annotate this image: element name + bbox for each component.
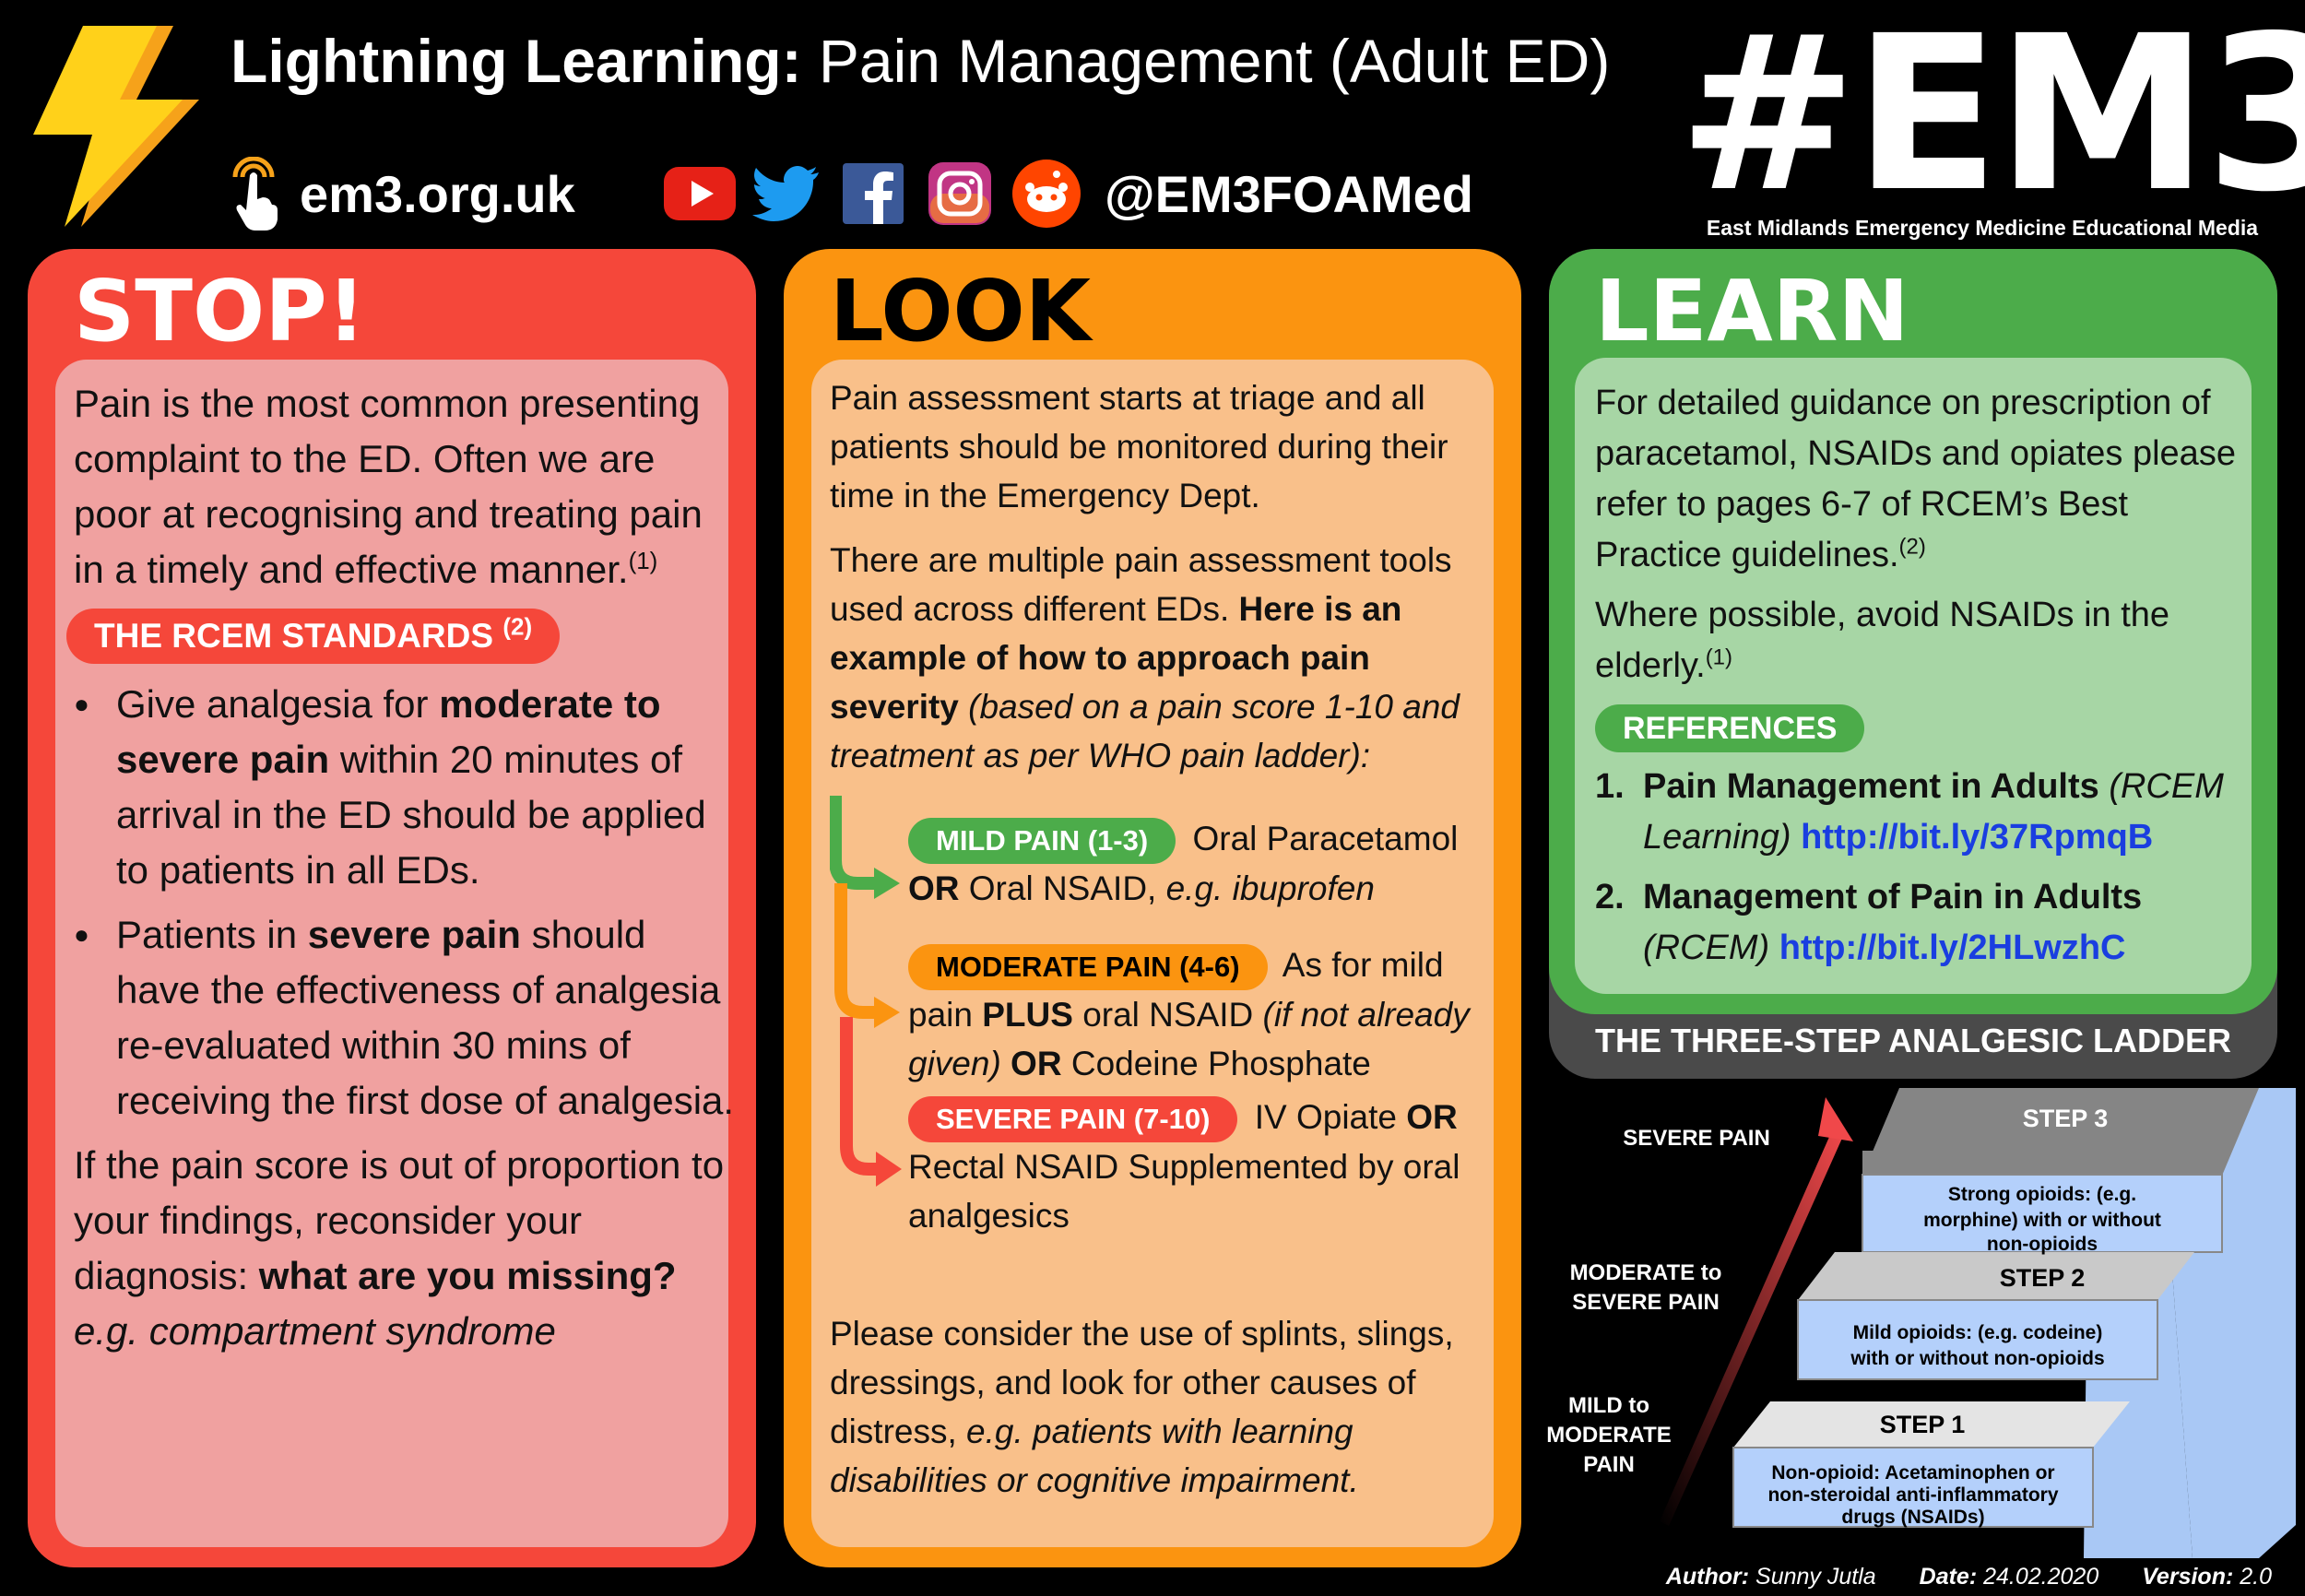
- pain-flow-arrows: [830, 796, 902, 1187]
- reference-item: 2.Management of Pain in Adults (RCEM) ht…: [1595, 878, 2143, 967]
- step1-top: [1733, 1401, 2130, 1448]
- step3-face: [1862, 1174, 2223, 1253]
- mild-pain-item: MILD PAIN (1-3) Oral Paracetamol OR Oral…: [908, 818, 1459, 907]
- tap-pointer-icon: [232, 157, 278, 231]
- severe-pain-item: SEVERE PAIN (7-10) IV Opiate OR Rectal N…: [908, 1096, 1460, 1235]
- stop-tail: If the pain score is out of proportion t…: [74, 1143, 725, 1353]
- moderate-pain-badge: MODERATE PAIN (4-6): [908, 944, 1268, 990]
- list-item: Patients in severe pain should have the …: [74, 907, 738, 1129]
- reference-item: 1.Pain Management in Adults (RCEM Learni…: [1595, 767, 2224, 857]
- step2-text-1: Mild opioids: (e.g. codeine): [1853, 1322, 2103, 1343]
- pain-label-mild-1: MILD to: [1568, 1393, 1649, 1418]
- severity-arrow: [1660, 1129, 1844, 1526]
- stop-heading: STOP!: [74, 262, 366, 361]
- pain-label-severe: SEVERE PAIN: [1623, 1126, 1770, 1151]
- step2-label: STEP 2: [2000, 1264, 2086, 1292]
- brand-title: #EM3: [1678, 0, 2305, 239]
- stop-intro: Pain is the most common presenting compl…: [74, 382, 703, 591]
- step1-label: STEP 1: [1880, 1411, 1966, 1438]
- pain-label-mild-3: PAIN: [1583, 1452, 1635, 1477]
- reference-link[interactable]: http://bit.ly/2HLwzhC: [1779, 928, 2126, 967]
- look-p1: Pain assessment starts at triage and all…: [830, 379, 1448, 514]
- step1-text-1: Non-opioid: Acetaminophen or: [1771, 1462, 2054, 1484]
- learn-panel: LEARN For detailed guidance on prescript…: [1549, 249, 2277, 1014]
- pain-label-mild-2: MODERATE: [1546, 1423, 1672, 1448]
- analgesic-ladder-diagram: SEVERE PAIN MODERATE to SEVERE PAIN MILD…: [1546, 1088, 2296, 1558]
- website-row: em3.org.uk: [226, 152, 575, 235]
- step3-text-1: Strong opioids: (e.g.: [1948, 1184, 2136, 1205]
- references-badge: REFERENCES: [1595, 704, 1865, 752]
- learn-content: For detailed guidance on prescription of…: [1595, 378, 2240, 974]
- step2-face: [1797, 1299, 2158, 1380]
- learn-heading: LEARN: [1595, 262, 1909, 361]
- pain-label-moderate-2: SEVERE PAIN: [1572, 1290, 1720, 1315]
- look-p2: There are multiple pain assessment tools…: [830, 541, 1460, 774]
- step1-text-2: non-steroidal anti-inflammatory: [1767, 1484, 2058, 1506]
- brand-logo: #EM3 East Midlands Emergency Medicine Ed…: [1678, 0, 2305, 241]
- learn-inner-box: [1575, 358, 2252, 994]
- severe-pain-badge: SEVERE PAIN (7-10): [908, 1096, 1238, 1142]
- look-heading: LOOK: [830, 262, 1092, 361]
- step3-text-3: non-opioids: [1987, 1234, 2098, 1255]
- facebook-icon[interactable]: [837, 160, 909, 227]
- stop-panel: STOP! Pain is the most common presenting…: [28, 249, 756, 1567]
- instagram-icon[interactable]: [924, 160, 996, 227]
- learn-p2: Where possible, avoid NSAIDs in the elde…: [1595, 596, 2170, 685]
- learn-section: LEARN For detailed guidance on prescript…: [1549, 249, 2277, 1079]
- references-list: 1.Pain Management in Adults (RCEM Learni…: [1595, 762, 2240, 974]
- ladder-side-face: [2259, 1088, 2296, 1558]
- stop-content: Pain is the most common presenting compl…: [66, 376, 738, 1359]
- step1-face: [1732, 1447, 2094, 1528]
- look-content: Pain assessment starts at triage and all…: [830, 373, 1494, 1520]
- footer: Author: Sunny Jutla Date: 24.02.2020 Ver…: [1665, 1564, 2272, 1590]
- brand-subtitle: East Midlands Emergency Medicine Educati…: [1706, 216, 2259, 240]
- learn-p1: For detailed guidance on prescription of…: [1595, 384, 2236, 574]
- social-row: @EM3FOAMed: [664, 152, 1473, 235]
- youtube-icon[interactable]: [664, 160, 736, 227]
- step2-text-2: with or without non-opioids: [1850, 1348, 2104, 1369]
- twitter-icon[interactable]: [751, 160, 822, 227]
- look-panel: LOOK Pain assessment starts at triage an…: [784, 249, 1521, 1567]
- reference-link[interactable]: http://bit.ly/37RpmqB: [1801, 818, 2154, 857]
- rcem-standards-badge: THE RCEM STANDARDS (2): [66, 609, 561, 664]
- list-item: Give analgesia for moderate to severe pa…: [74, 677, 738, 898]
- mild-pain-badge: MILD PAIN (1-3): [908, 818, 1176, 864]
- ladder-title: THE THREE-STEP ANALGESIC LADDER: [1594, 1022, 2232, 1059]
- social-handle[interactable]: @EM3FOAMed: [1105, 164, 1473, 223]
- pain-label-moderate-1: MODERATE to: [1570, 1260, 1722, 1285]
- website-link[interactable]: em3.org.uk: [300, 164, 575, 223]
- step1-text-3: drugs (NSAIDs): [1841, 1507, 1984, 1528]
- page-title: Lightning Learning: Pain Management (Adu…: [230, 27, 1611, 95]
- moderate-pain-item: MODERATE PAIN (4-6) As for mild pain PLU…: [908, 944, 1470, 1082]
- reddit-icon[interactable]: [1011, 160, 1082, 228]
- step3-text-2: morphine) with or without: [1923, 1210, 2161, 1231]
- look-p3: Please consider the use of splints, slin…: [830, 1315, 1454, 1499]
- lightning-bolt-icon: [33, 26, 199, 227]
- step3-label: STEP 3: [2023, 1105, 2109, 1132]
- pain-severity-guide: MILD PAIN (1-3) Oral Paracetamol OR Oral…: [830, 796, 1494, 1298]
- standards-list: Give analgesia for moderate to severe pa…: [74, 677, 738, 1129]
- step2-top: [1798, 1252, 2194, 1300]
